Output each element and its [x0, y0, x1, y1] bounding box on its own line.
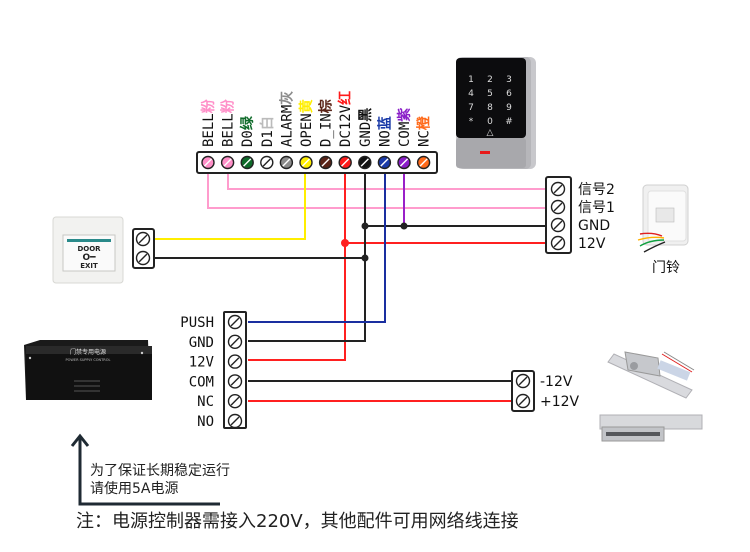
screw-terminal [358, 155, 372, 170]
bell-icon: △ [487, 128, 494, 138]
screw-terminal [227, 394, 243, 409]
screw-terminal [135, 250, 151, 266]
keypad-key: 8 [487, 103, 493, 113]
power-supply-title: 门禁专用电源 [70, 348, 106, 356]
wire-bell-2 [227, 170, 558, 190]
controller-terminal-label: BELL粉 [220, 99, 237, 147]
screw-terminal [227, 413, 243, 429]
power-supply-subtitle: POWER SUPPLY CONTROL [66, 358, 111, 362]
screw-terminal [550, 217, 566, 233]
doorbell-terminal-label: GND [578, 218, 610, 234]
exit-button-terminal-block [132, 228, 155, 269]
controller-terminal-label: COM紫 [396, 108, 413, 147]
screw-terminal [515, 393, 531, 409]
keypad-key: 4 [468, 89, 474, 99]
controller-terminal-label: NO蓝 [376, 116, 393, 147]
keypad-key: 5 [487, 89, 493, 99]
screw-terminal [338, 155, 352, 170]
keypad-key: * [469, 117, 474, 127]
doorbell-terminal-label: 信号1 [578, 200, 615, 216]
screw-terminal [397, 155, 411, 170]
footer-note: 注：电源控制器需接入220V，其他配件可用网络线连接 [76, 511, 519, 532]
controller-terminal-label: ALARM灰 [278, 91, 295, 147]
controller-terminal-label: D0绿 [239, 115, 256, 147]
junction-dot [341, 239, 349, 247]
controller-terminal-label: NC橙 [416, 115, 433, 147]
screw-terminal [550, 235, 566, 251]
key-icon: O━ [82, 253, 96, 263]
controller-terminal-label: GND黑 [358, 108, 374, 147]
keypad-key: 0 [487, 117, 493, 127]
screw-terminal [515, 373, 531, 389]
controller-terminal-label: OPEN黄 [298, 99, 315, 147]
exit-button-device: DOOR O━ EXIT [52, 216, 124, 284]
junction-dot [361, 254, 369, 262]
screw-terminal [227, 374, 243, 389]
power-supply-terminal-label: PUSH [180, 315, 214, 331]
exit-button-label-door: DOOR [77, 245, 101, 253]
power-tip-line2: 请使用5A电源 [90, 481, 179, 497]
electric-bolt-lock [607, 351, 695, 399]
power-tip-line1: 为了保证长期稳定运行 [90, 463, 230, 479]
screw-terminal [550, 181, 566, 197]
lock-terminal-label: -12V [540, 374, 573, 390]
wire-bell-1 [207, 170, 558, 209]
power-supply-terminal-label: COM [189, 374, 214, 390]
power-supply-device: 门禁专用电源 POWER SUPPLY CONTROL [24, 340, 152, 400]
keypad-key: 3 [506, 75, 512, 85]
power-supply-terminal-label: NO [197, 414, 214, 430]
screw-terminal [220, 155, 235, 170]
doorbell-caption: 门铃 [652, 260, 680, 276]
screw-terminal [201, 155, 215, 170]
screw-terminal [550, 199, 566, 215]
screw-terminal [227, 334, 243, 349]
wire-dc12v [248, 170, 346, 361]
doorbell-terminal-label: 信号2 [578, 182, 615, 198]
screw-terminal [299, 155, 313, 170]
arrow-indicator [70, 433, 220, 506]
keypad-key: 9 [506, 103, 512, 113]
screw-terminal [227, 314, 243, 330]
junction-dot [400, 222, 408, 230]
screw-terminal [240, 155, 254, 170]
screw-terminal [318, 155, 333, 170]
keypad-key: 6 [506, 89, 512, 99]
power-supply-terminal-label: NC [197, 394, 214, 410]
keypad-reader: 1 2 3 4 5 6 7 8 9 * 0 # △ [456, 57, 536, 169]
wire-open [150, 170, 306, 240]
power-supply-terminal-label: GND [189, 335, 214, 351]
keypad-key: # [505, 117, 513, 127]
power-tip: 为了保证长期稳定运行 请使用5A电源 [90, 462, 230, 498]
keypad-key: 1 [468, 75, 474, 85]
exit-button-label-exit: EXIT [80, 262, 98, 270]
controller-terminal-label: DC12V红 [337, 91, 354, 147]
screw-terminal [135, 231, 151, 247]
wire-gnd [248, 170, 366, 342]
wire-no [248, 170, 386, 323]
screw-terminal [377, 155, 392, 170]
power-supply-terminal-block: PUSH GND 12V COM NC NO [180, 311, 247, 430]
lock-terminal-label: +12V [540, 394, 580, 410]
lock-terminal-block: -12V +12V [511, 370, 580, 412]
keypad-key: 2 [487, 75, 493, 85]
controller-terminal-label: BELL粉 [200, 99, 217, 147]
keypad-key: 7 [468, 103, 474, 113]
screw-terminal [227, 354, 243, 369]
power-supply-terminal-label: 12V [189, 355, 215, 371]
screw-terminal [279, 155, 294, 170]
controller-terminal-label: D_IN棕 [318, 99, 335, 147]
doorbell-terminal-label: 12V [578, 236, 606, 252]
doorbell-device [637, 184, 689, 253]
controller-terminal-label: D1白 [259, 116, 276, 147]
screw-terminal [416, 155, 431, 170]
magnetic-lock [599, 414, 703, 442]
junction-dot [361, 222, 369, 230]
screw-terminal [260, 155, 274, 170]
